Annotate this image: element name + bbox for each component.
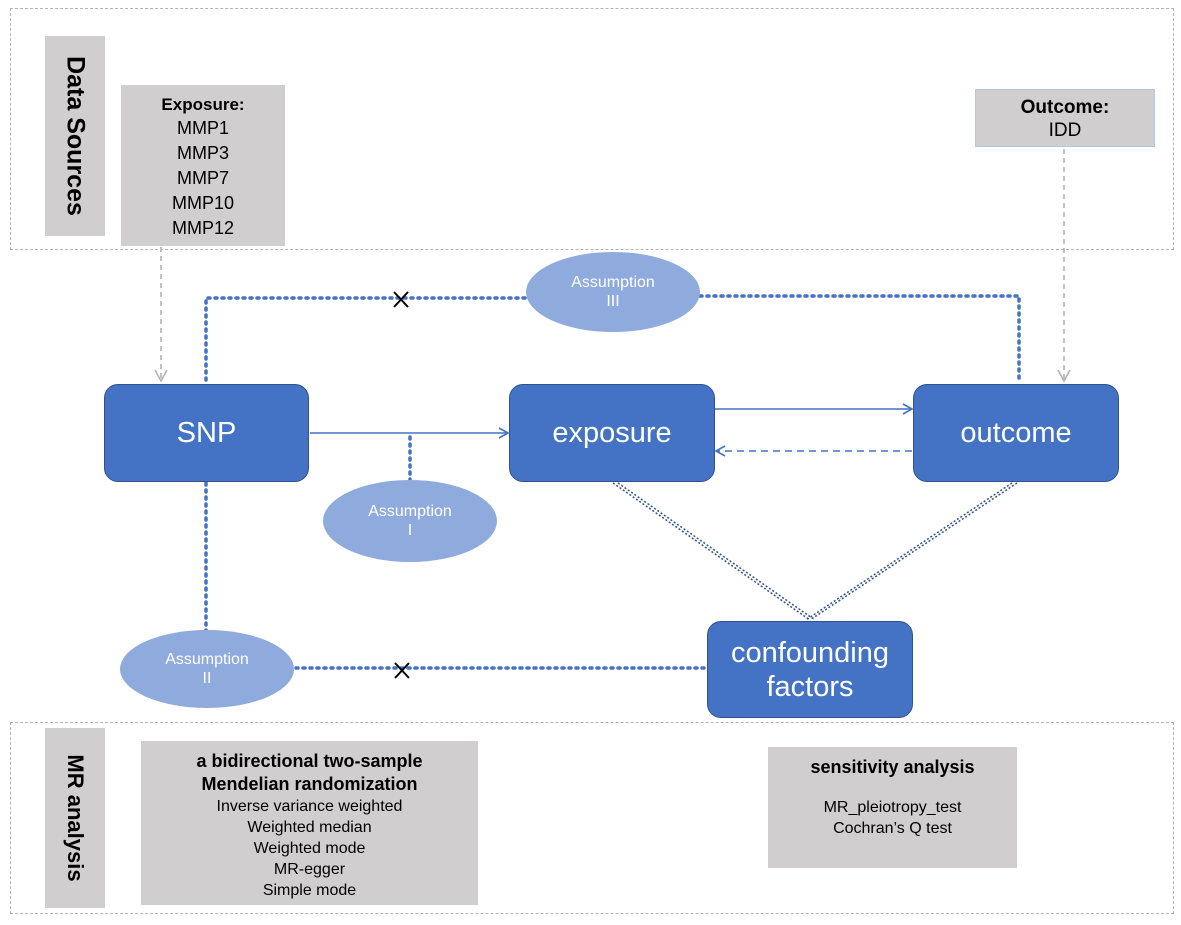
data-sources-section bbox=[10, 8, 1174, 250]
confounding-factors-label: confounding factors bbox=[730, 636, 890, 703]
assumption-two-label: Assumption bbox=[165, 651, 249, 668]
assumption-one-label: Assumption bbox=[368, 503, 452, 520]
assumption-three-path-left bbox=[204, 296, 529, 382]
assumption-three-numeral: III bbox=[606, 293, 620, 310]
exposure-item: MMP10 bbox=[171, 193, 234, 213]
confounding-factors-node: confounding factors bbox=[707, 621, 913, 718]
outcome-to-outcome-node-arrowhead bbox=[1057, 369, 1071, 383]
assumption-one-ellipse: Assumption I bbox=[323, 480, 497, 562]
assumption-two-numeral: II bbox=[202, 670, 212, 687]
exposure-item: MMP1 bbox=[176, 118, 229, 138]
sensitivity-title: sensitivity analysis bbox=[810, 757, 975, 777]
outcome-value: IDD bbox=[1048, 120, 1082, 141]
mr-methods-box: a bidirectional two-sample Mendelian ran… bbox=[141, 741, 478, 905]
outcome-node: outcome bbox=[913, 384, 1119, 482]
mr-method-item: Inverse variance weighted bbox=[216, 798, 403, 815]
mr-methods-title-line1: a bidirectional two-sample bbox=[196, 751, 423, 771]
assumption-two-ellipse: Assumption II bbox=[120, 630, 294, 708]
mr-method-item: Weighted median bbox=[247, 819, 372, 836]
sensitivity-test-item: MR_pleiotropy_test bbox=[823, 799, 962, 816]
mr-method-item: Simple mode bbox=[262, 882, 357, 899]
exposure-node-label: exposure bbox=[552, 417, 672, 449]
outcome-to-confounding-connector bbox=[805, 482, 1018, 621]
assumption-three-label: Assumption bbox=[571, 274, 655, 291]
exposure-node: exposure bbox=[509, 384, 715, 482]
outcome-title: Outcome: bbox=[1020, 97, 1110, 118]
assumption-three-ellipse: Assumption III bbox=[526, 252, 700, 332]
assumption-three-path-right bbox=[698, 294, 1021, 384]
snp-node: SNP bbox=[104, 384, 309, 482]
exposure-item: MMP3 bbox=[176, 143, 229, 163]
mr-analysis-label: MR analysis bbox=[45, 728, 105, 908]
exposure-item: MMP12 bbox=[171, 218, 234, 238]
outcome-node-label: outcome bbox=[960, 417, 1072, 449]
exposure-to-snp-arrowhead bbox=[154, 369, 168, 383]
mr-method-item: MR-egger bbox=[273, 861, 346, 878]
assumption-one-numeral: I bbox=[407, 522, 413, 539]
mr-analysis-section bbox=[10, 722, 1174, 914]
sensitivity-analysis-box: sensitivity analysis MR_pleiotropy_test … bbox=[768, 747, 1017, 868]
exposure-item: MMP7 bbox=[176, 168, 229, 188]
cross-mark bbox=[394, 662, 410, 679]
mr-method-item: Weighted mode bbox=[253, 840, 366, 857]
data-sources-label: Data Sources bbox=[45, 36, 105, 236]
snp-node-label: SNP bbox=[176, 417, 237, 449]
exposure-to-confounding-connector bbox=[612, 482, 813, 621]
cross-mark bbox=[393, 291, 409, 308]
exposure-source-box: Exposure: MMP1 MMP3 MMP7 MMP10 MMP12 bbox=[121, 85, 285, 246]
outcome-source-box: Outcome: IDD bbox=[975, 89, 1155, 147]
mr-methods-title-line2: Mendelian randomization bbox=[201, 774, 418, 794]
sensitivity-test-item: Cochran’s Q test bbox=[833, 820, 952, 837]
exposure-title: Exposure: bbox=[161, 95, 245, 114]
